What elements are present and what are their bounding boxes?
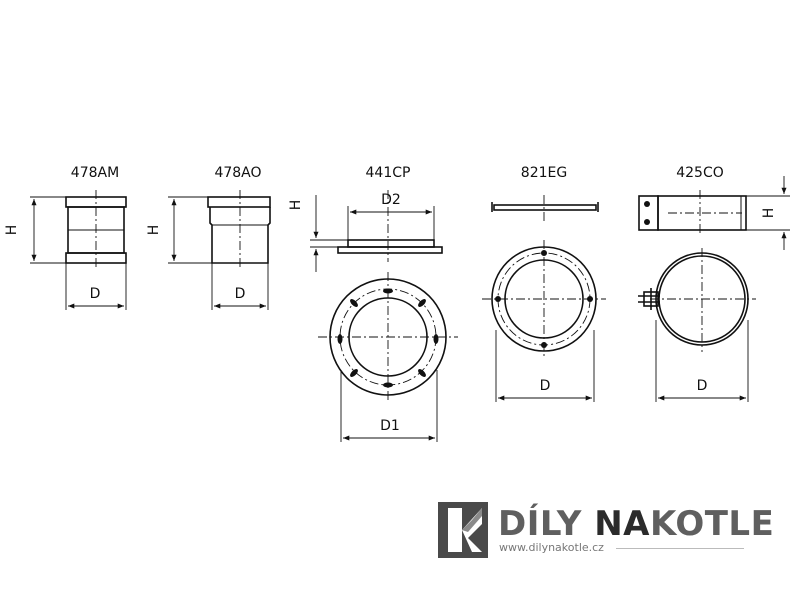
dim-label-d1: D1 bbox=[380, 418, 400, 434]
part-code-821EG: 821EG bbox=[521, 165, 567, 181]
part-code-425CO: 425CO bbox=[676, 165, 724, 181]
dim-label-h: H bbox=[288, 200, 304, 211]
part-441CP: 441CP H D2 bbox=[288, 165, 458, 442]
brand-kotle: KOTLE bbox=[650, 504, 775, 544]
brand-dily: DÍLY bbox=[498, 504, 582, 544]
dim-label-d2: D2 bbox=[381, 192, 401, 208]
dim-label-d: D bbox=[90, 286, 101, 302]
dim-label-h: H bbox=[146, 225, 162, 236]
part-478AM: 478AM H D bbox=[4, 165, 127, 310]
dim-label-d: D bbox=[697, 378, 708, 394]
part-821EG: 821EG D bbox=[482, 165, 606, 402]
part-478AO: 478AO H D bbox=[146, 165, 271, 310]
brand-name: DÍLY NAKOTLE bbox=[498, 504, 774, 544]
dim-label-d: D bbox=[235, 286, 246, 302]
brand-url[interactable]: www.dilynakotle.cz bbox=[499, 541, 604, 554]
part-425CO: 425CO H D bbox=[638, 165, 790, 402]
divider bbox=[616, 548, 744, 549]
part-code-441CP: 441CP bbox=[366, 165, 411, 181]
brand-logo[interactable]: DÍLY NAKOTLE www.dilynakotle.cz bbox=[438, 500, 774, 560]
dim-label-h: H bbox=[761, 208, 777, 219]
logo-mark-icon bbox=[438, 502, 488, 558]
part-code-478AO: 478AO bbox=[214, 165, 261, 181]
brand-na: NA bbox=[594, 504, 650, 544]
dim-label-h: H bbox=[4, 225, 20, 236]
part-code-478AM: 478AM bbox=[71, 165, 119, 181]
dim-label-d: D bbox=[540, 378, 551, 394]
